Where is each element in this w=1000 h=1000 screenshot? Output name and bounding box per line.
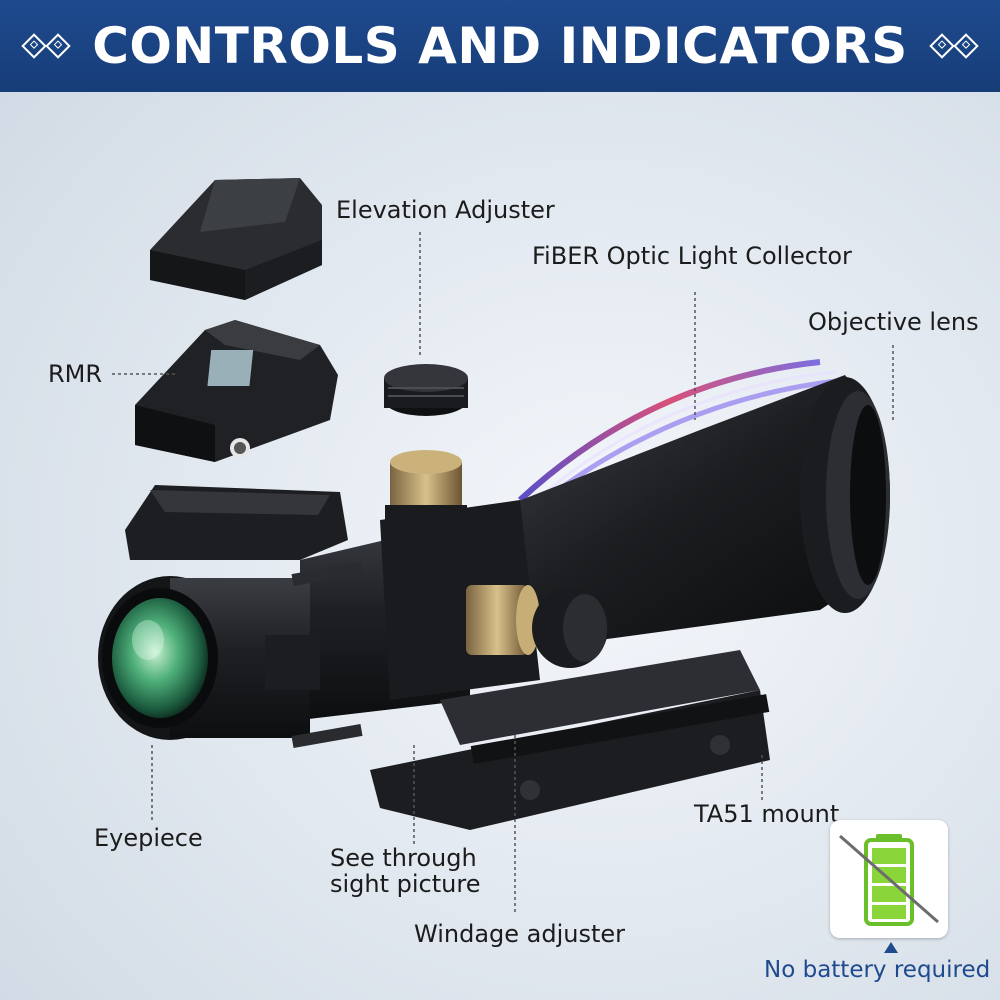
label-eyepiece: Eyepiece (94, 824, 203, 852)
label-fiber-optic: FiBER Optic Light Collector (532, 242, 852, 270)
elevation-turret-part (385, 450, 467, 525)
rmr-mount-base-part (125, 485, 348, 560)
battery-crossed-icon (839, 834, 939, 926)
label-rmr: RMR (48, 360, 103, 388)
caption-pointer-icon (884, 942, 898, 953)
eyepiece-part (98, 576, 310, 740)
label-see-through-line1: See through (330, 844, 477, 872)
label-windage-adjuster: Windage adjuster (414, 920, 626, 948)
label-ta51-mount: TA51 mount (694, 800, 840, 828)
header-banner: CONTROLS AND INDICATORS (0, 0, 1000, 92)
sight-cover-part (150, 178, 322, 300)
battery-badge (830, 820, 948, 938)
label-see-through-line2: sight picture (330, 870, 481, 898)
mount-screws-part (265, 562, 363, 748)
windage-turret-part (466, 585, 608, 668)
ta51-mount-part (370, 650, 770, 830)
label-elevation-adjuster: Elevation Adjuster (336, 196, 555, 224)
page-title: CONTROLS AND INDICATORS (92, 17, 908, 75)
no-battery-caption: No battery required (764, 957, 991, 983)
rmr-red-dot-part (135, 320, 338, 462)
elevation-cap-part (384, 364, 468, 416)
label-objective-lens: Objective lens (808, 308, 979, 336)
